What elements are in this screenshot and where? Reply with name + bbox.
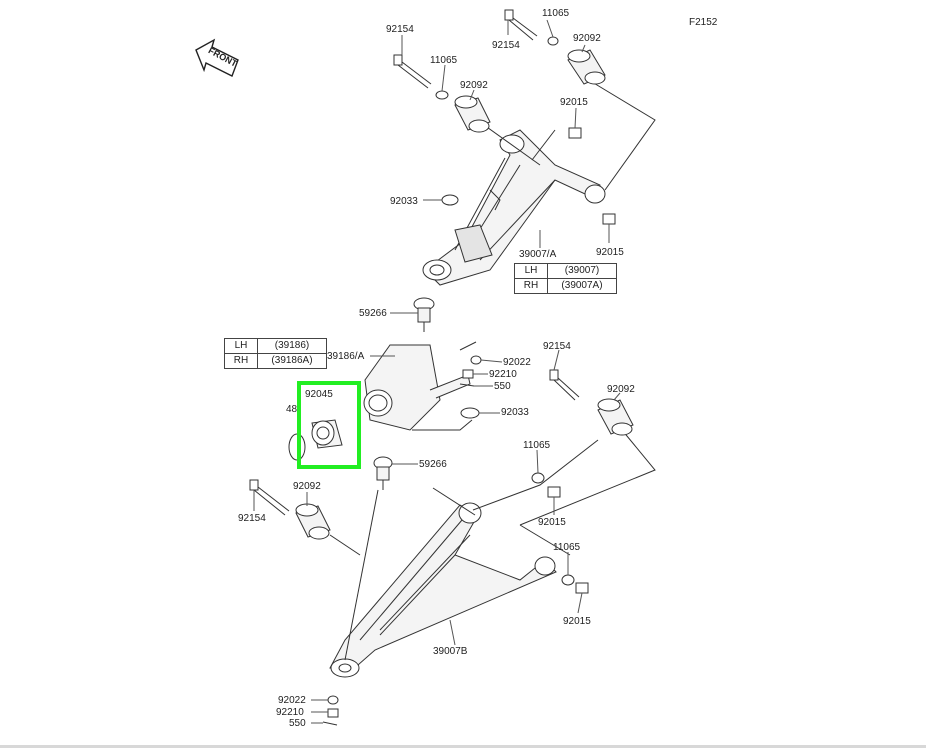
part-label-92154[interactable]: 92154 — [492, 40, 520, 51]
part-label-48-partial[interactable]: 48 — [286, 404, 298, 415]
nut-92015-a — [568, 127, 582, 139]
bottom-divider — [0, 745, 926, 748]
part-label-92022[interactable]: 92022 — [278, 695, 306, 706]
table-row: RH (39186A) — [224, 353, 327, 369]
bushing-92092-mid — [597, 398, 634, 436]
washer-11065-low — [561, 574, 575, 586]
part-label-92154[interactable]: 92154 — [238, 513, 266, 524]
part-label-92022[interactable]: 92022 — [503, 357, 531, 368]
part-label-39186-a[interactable]: 39186/A — [327, 351, 365, 362]
part-label-11065[interactable]: 11065 — [523, 440, 551, 451]
part-label-92154[interactable]: 92154 — [543, 341, 571, 352]
part-label-39007-b[interactable]: 39007B — [433, 646, 468, 657]
leader-line — [412, 419, 473, 431]
part-label-92092[interactable]: 92092 — [573, 33, 601, 44]
bearing-92045 — [311, 419, 343, 449]
code-cell[interactable]: (39007A) — [547, 278, 617, 294]
nut-92210-low — [327, 708, 339, 718]
selected-part-highlight[interactable] — [297, 381, 361, 469]
table-row: LH (39186) — [224, 338, 327, 354]
side-cell: LH — [514, 263, 548, 279]
leader-line — [519, 429, 656, 526]
part-label-92045[interactable]: 92045 — [305, 389, 333, 400]
part-label-92092[interactable]: 92092 — [293, 481, 321, 492]
side-cell: RH — [514, 278, 548, 294]
part-label-92015[interactable]: 92015 — [563, 616, 591, 627]
upper-a-arm — [422, 129, 606, 286]
washer-92022-low — [327, 695, 339, 705]
part-label-92015[interactable]: 92015 — [560, 97, 588, 108]
leader-line — [432, 487, 476, 516]
part-label-92092[interactable]: 92092 — [460, 80, 488, 91]
leader-line — [531, 129, 556, 161]
pin-550-mid — [459, 383, 475, 387]
nut-92210-mid — [462, 369, 474, 379]
leader-line — [591, 81, 656, 191]
ball-joint-59266-upper — [413, 297, 435, 332]
table-row: LH (39007) — [514, 263, 617, 279]
part-label-550[interactable]: 550 — [494, 381, 511, 392]
leader-line — [519, 524, 571, 556]
steering-knuckle — [363, 341, 477, 431]
code-cell[interactable]: (39186A) — [257, 353, 327, 369]
part-label-92154[interactable]: 92154 — [386, 24, 414, 35]
nut-92015-c — [547, 486, 561, 498]
part-label-92210[interactable]: 92210 — [276, 707, 304, 718]
code-cell[interactable]: (39007) — [547, 263, 617, 279]
bolt-92154-lower — [249, 479, 290, 516]
part-label-11065[interactable]: 11065 — [553, 542, 581, 553]
leader-line — [329, 534, 361, 556]
lower-a-arm — [329, 502, 557, 678]
washer-11065-mid — [531, 472, 545, 484]
code-cell[interactable]: (39186) — [257, 338, 327, 354]
bushing-92092-lower — [295, 503, 331, 540]
part-label-92092[interactable]: 92092 — [607, 384, 635, 395]
part-label-59266[interactable]: 59266 — [419, 459, 447, 470]
part-label-92015[interactable]: 92015 — [596, 247, 624, 258]
washer-11065-left — [435, 90, 449, 100]
part-label-59266[interactable]: 59266 — [359, 308, 387, 319]
leader-line — [472, 439, 599, 511]
bushing-92092-left — [454, 95, 491, 133]
bolt-92154-mid — [549, 369, 580, 401]
bolt-92154-top — [504, 9, 538, 41]
part-label-39007-a[interactable]: 39007/A — [519, 249, 557, 260]
part-label-92033[interactable]: 92033 — [501, 407, 529, 418]
bushing-92092-top — [567, 49, 606, 85]
part-label-11065[interactable]: 11065 — [542, 8, 570, 19]
side-cell: LH — [224, 338, 258, 354]
washer-11065-top — [547, 36, 559, 46]
pin-550-low — [322, 721, 338, 726]
part-label-92015[interactable]: 92015 — [538, 517, 566, 528]
leader-line — [344, 489, 379, 661]
washer-92022-mid — [470, 355, 482, 365]
bolt-92154-left — [393, 54, 432, 89]
ball-joint-59266-lower — [373, 456, 393, 490]
part-label-11065[interactable]: 11065 — [430, 55, 458, 66]
part-label-550[interactable]: 550 — [289, 718, 306, 729]
arm-variant-table: LH (39007) RH (39007A) — [514, 263, 617, 294]
knuckle-variant-table: LH (39186) RH (39186A) — [224, 338, 327, 369]
nut-92015-b — [602, 213, 616, 225]
front-arrow-icon — [195, 38, 239, 77]
part-label-92210[interactable]: 92210 — [489, 369, 517, 380]
part-label-92033[interactable]: 92033 — [390, 196, 418, 207]
nut-92015-d — [575, 582, 589, 594]
clip-92033-upper — [441, 194, 459, 206]
side-cell: RH — [224, 353, 258, 369]
figure-code: F2152 — [689, 17, 718, 28]
table-row: RH (39007A) — [514, 278, 617, 294]
label-connectors — [253, 19, 621, 724]
clip-92033-mid — [460, 407, 480, 419]
